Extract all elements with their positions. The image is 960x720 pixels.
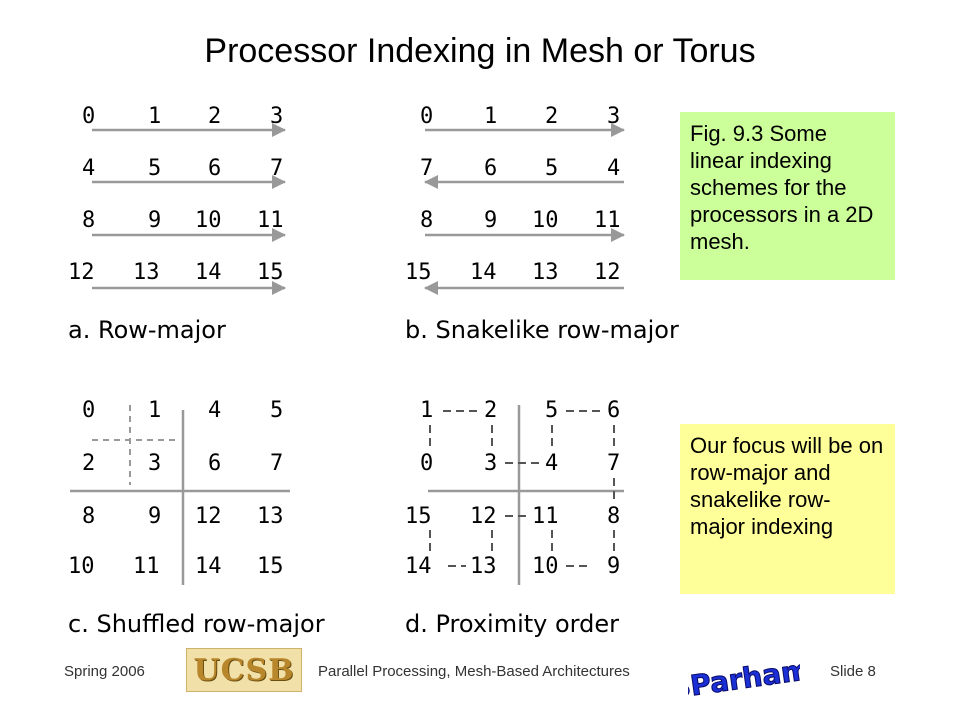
cell: 2 bbox=[545, 104, 559, 129]
cell: 8 bbox=[420, 208, 434, 233]
cell: 13 bbox=[532, 260, 559, 285]
cell: 4 bbox=[607, 156, 621, 181]
cell: 5 bbox=[270, 398, 284, 423]
cell: 0 bbox=[82, 104, 96, 129]
cell: 5 bbox=[545, 398, 559, 423]
cell: 2 bbox=[82, 451, 96, 476]
cell: 0 bbox=[82, 398, 96, 423]
caption-c: c. Shuffled row-major bbox=[68, 610, 325, 638]
footer-slide-number: Slide 8 bbox=[830, 663, 876, 680]
cell: 15 bbox=[405, 504, 432, 529]
cell: 6 bbox=[484, 156, 498, 181]
cell: 15 bbox=[257, 554, 284, 579]
cell: 15 bbox=[405, 260, 432, 285]
cell: 7 bbox=[270, 451, 284, 476]
cell: 6 bbox=[208, 156, 222, 181]
cell: 0 bbox=[420, 104, 434, 129]
cell: 4 bbox=[208, 398, 222, 423]
cell: 12 bbox=[68, 260, 95, 285]
cell: 13 bbox=[257, 504, 284, 529]
cell: 13 bbox=[133, 260, 160, 285]
caption-b: b. Snakelike row-major bbox=[405, 316, 679, 344]
cell: 8 bbox=[607, 504, 621, 529]
cell: 6 bbox=[208, 451, 222, 476]
cell: 3 bbox=[607, 104, 621, 129]
cell: 10 bbox=[195, 208, 222, 233]
cell: 8 bbox=[82, 504, 96, 529]
cell: 11 bbox=[257, 208, 284, 233]
cell: 11 bbox=[594, 208, 621, 233]
cell: 12 bbox=[594, 260, 621, 285]
ucsb-logo: UCSB bbox=[186, 648, 302, 692]
slide-title: Processor Indexing in Mesh or Torus bbox=[204, 32, 756, 70]
cell: 10 bbox=[532, 554, 559, 579]
cell: 7 bbox=[420, 156, 434, 181]
cell: 0 bbox=[420, 451, 434, 476]
cell: 2 bbox=[208, 104, 222, 129]
cell: 1 bbox=[148, 398, 162, 423]
cell: 1 bbox=[484, 104, 498, 129]
cell: 11 bbox=[133, 554, 160, 579]
cell: 5 bbox=[148, 156, 162, 181]
cell: 6 bbox=[607, 398, 621, 423]
cell: 9 bbox=[484, 208, 498, 233]
cell: 5 bbox=[545, 156, 559, 181]
figure-caption-box: Fig. 9.3 Some linear indexing schemes fo… bbox=[680, 112, 895, 280]
cell: 10 bbox=[68, 554, 95, 579]
cell: 8 bbox=[82, 208, 96, 233]
cell: 3 bbox=[148, 451, 162, 476]
cell: 9 bbox=[607, 554, 621, 579]
caption-a: a. Row-major bbox=[68, 316, 226, 344]
cell: 1 bbox=[148, 104, 162, 129]
footer-term: Spring 2006 bbox=[64, 663, 145, 680]
caption-d: d. Proximity order bbox=[405, 610, 619, 638]
cell: 2 bbox=[484, 398, 498, 423]
cell: 13 bbox=[470, 554, 497, 579]
parhami-logo: BParhami bbox=[688, 646, 800, 704]
cell: 15 bbox=[257, 260, 284, 285]
cell: 14 bbox=[405, 554, 432, 579]
cell: 4 bbox=[82, 156, 96, 181]
cell: 10 bbox=[532, 208, 559, 233]
cell: 1 bbox=[420, 398, 434, 423]
cell: 4 bbox=[545, 451, 559, 476]
cell: 3 bbox=[484, 451, 498, 476]
focus-note-box: Our focus will be on row-major and snake… bbox=[680, 424, 895, 594]
cell: 14 bbox=[470, 260, 497, 285]
cell: 11 bbox=[532, 504, 559, 529]
cell: 14 bbox=[195, 260, 222, 285]
cell: 7 bbox=[270, 156, 284, 181]
footer-course: Parallel Processing, Mesh-Based Architec… bbox=[318, 663, 630, 680]
cell: 12 bbox=[470, 504, 497, 529]
cell: 12 bbox=[195, 504, 222, 529]
cell: 9 bbox=[148, 504, 162, 529]
cell: 7 bbox=[607, 451, 621, 476]
cell: 3 bbox=[270, 104, 284, 129]
cell: 14 bbox=[195, 554, 222, 579]
cell: 9 bbox=[148, 208, 162, 233]
